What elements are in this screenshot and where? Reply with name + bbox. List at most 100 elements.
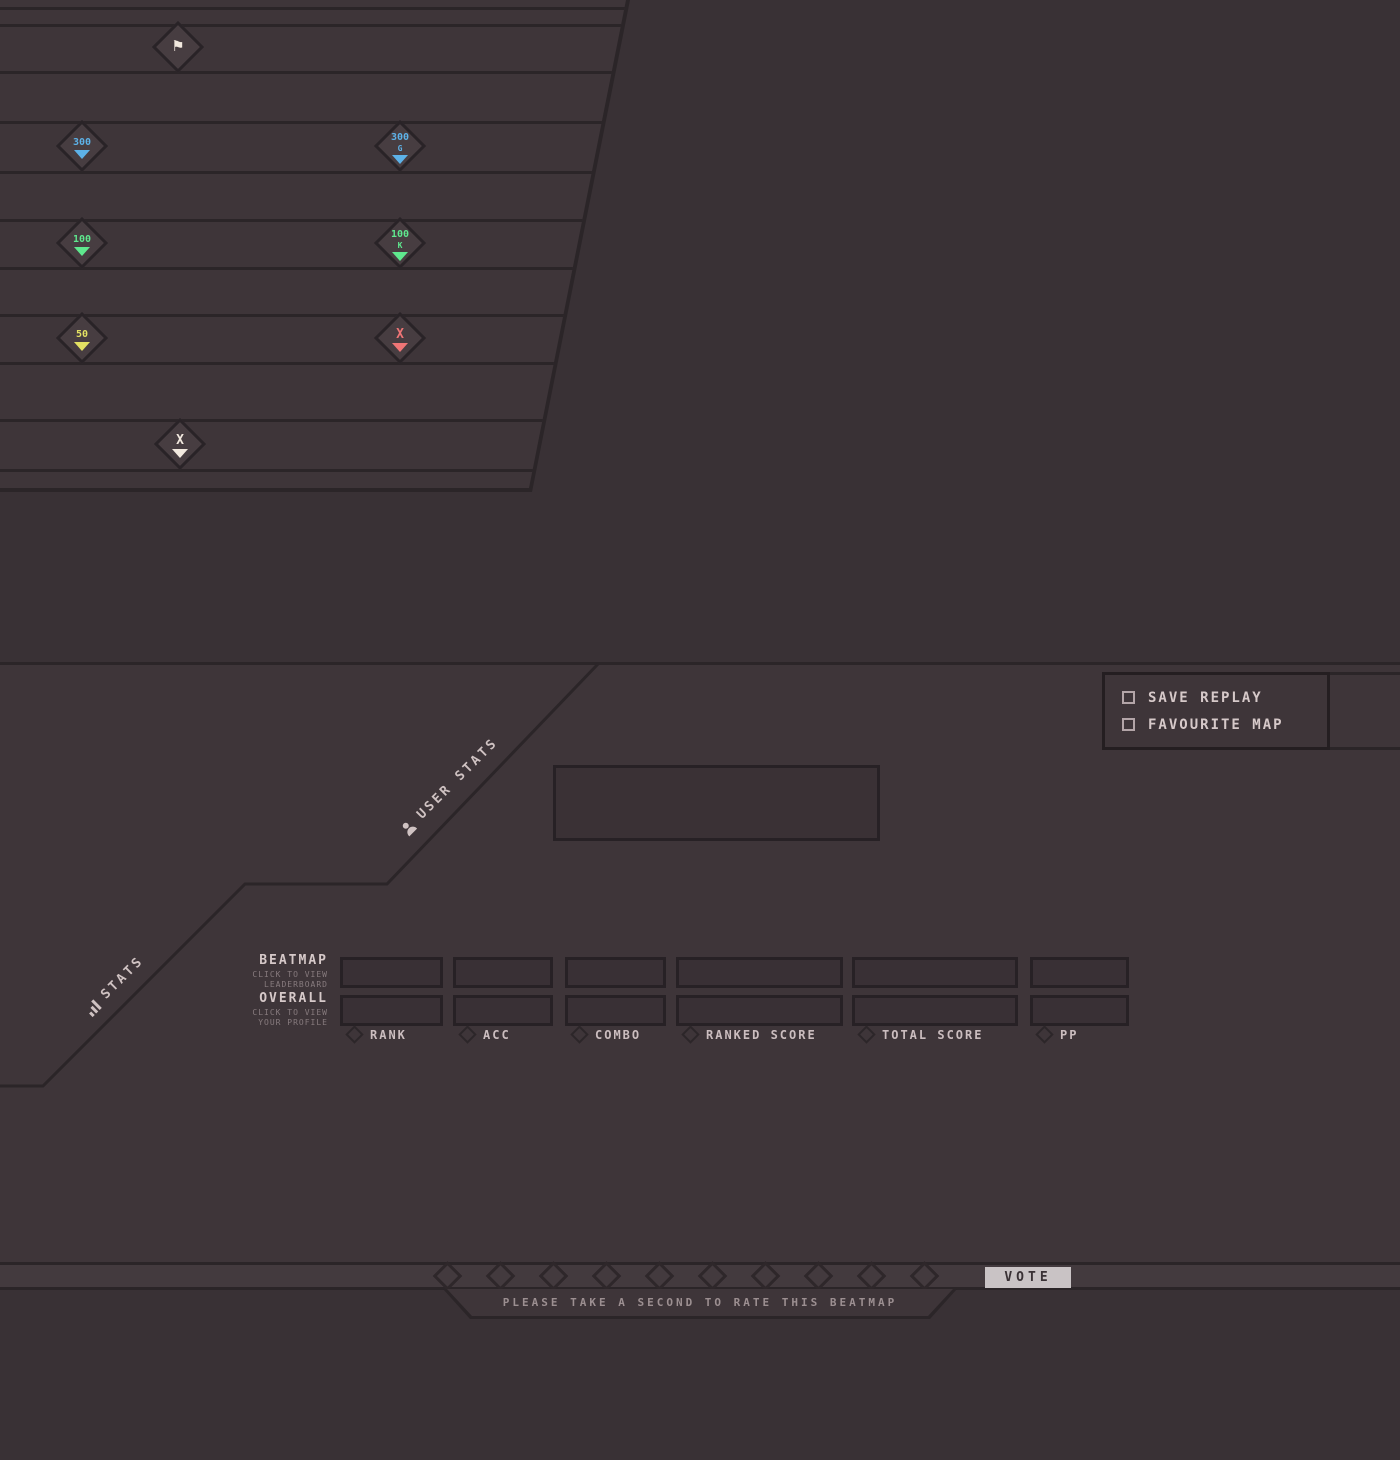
row-divider	[0, 121, 626, 124]
miss-alt-icon: X	[150, 414, 210, 474]
overall-ranked-score-box	[676, 995, 843, 1026]
favourite-map-button[interactable]: FAVOURITE MAP	[1122, 718, 1327, 732]
save-replay-label: SAVE REPLAY	[1148, 689, 1263, 706]
square-icon	[1122, 691, 1135, 704]
score-display-box	[553, 765, 880, 841]
beatmap-combo-box	[565, 957, 666, 988]
diamond-icon	[681, 1025, 700, 1044]
diamond-icon	[857, 1025, 876, 1044]
stats-panel: SAVE REPLAY FAVOURITE MAP USER STATS STA…	[0, 662, 1400, 1262]
miss-icon: X	[370, 308, 430, 368]
diamond-icon	[570, 1025, 589, 1044]
divider	[1327, 747, 1400, 750]
overall-total-score-box	[852, 995, 1018, 1026]
row-divider	[0, 314, 626, 317]
row-divider	[0, 24, 626, 27]
hit100k-icon: 100 K	[370, 213, 430, 273]
beatmap-leaderboard-link[interactable]: BEATMAP CLICK TO VIEW LEADERBOARD	[150, 954, 328, 990]
column-header-acc: ACC	[458, 1025, 511, 1044]
divider	[1327, 672, 1400, 675]
hit100k-label: 100	[390, 228, 410, 240]
katu-marker: K	[397, 240, 403, 250]
overall-acc-box	[453, 995, 553, 1026]
overall-row-subtitle: CLICK TO VIEW YOUR PROFILE	[252, 1008, 328, 1027]
hit100-icon: 100	[52, 213, 112, 273]
beatmap-pp-box	[1030, 957, 1129, 988]
panel-top-divider	[0, 662, 1400, 665]
triangle-marker	[74, 246, 90, 256]
hit100-label: 100	[72, 233, 92, 245]
triangle-marker	[74, 149, 90, 159]
overall-row-title: OVERALL	[259, 991, 328, 1006]
overall-rank-box	[340, 995, 443, 1026]
rating-diamond-8[interactable]	[803, 1261, 834, 1291]
hit50-icon: 50	[52, 308, 112, 368]
square-icon	[1122, 718, 1135, 731]
hit300g-label: 300	[390, 131, 410, 143]
vote-button[interactable]: VOTE	[985, 1267, 1071, 1288]
row-divider	[0, 419, 626, 422]
rating-diamond-row	[432, 1261, 940, 1291]
user-stats-tag: USER STATS	[399, 735, 502, 837]
stats-label: STATS	[98, 953, 148, 1003]
rate-prompt-text: PLEASE TAKE A SECOND TO RATE THIS BEATMA…	[502, 1296, 898, 1309]
column-header-rank: RANK	[345, 1025, 407, 1044]
triangle-marker	[392, 251, 408, 261]
diamond-icon	[345, 1025, 364, 1044]
rating-diamond-6[interactable]	[697, 1261, 728, 1291]
row-divider	[0, 71, 626, 74]
rating-diamond-5[interactable]	[644, 1261, 675, 1291]
overall-combo-box	[565, 995, 666, 1026]
hit300-icon: 300	[52, 116, 112, 176]
column-header-total-score: TOTAL SCORE	[857, 1025, 983, 1044]
row-divider	[0, 171, 626, 174]
miss-label: X	[396, 327, 404, 342]
row-divider	[0, 267, 626, 270]
beatmap-row-subtitle: CLICK TO VIEW LEADERBOARD	[252, 970, 328, 989]
overall-pp-box	[1030, 995, 1129, 1026]
beatmap-rank-box	[340, 957, 443, 988]
hit300-label: 300	[72, 136, 92, 148]
rating-bar: VOTE	[0, 1261, 1400, 1291]
stats-tag: STATS	[83, 953, 148, 1017]
rating-diamond-10[interactable]	[909, 1261, 940, 1291]
panel-fill: ⚑ 300 300 G 100	[0, 0, 626, 488]
beatmap-ranked-score-box	[676, 957, 843, 988]
column-header-combo: COMBO	[570, 1025, 641, 1044]
geki-marker: G	[397, 143, 403, 153]
column-header-pp: PP	[1035, 1025, 1078, 1044]
row-divider	[0, 7, 626, 10]
row-divider	[0, 219, 626, 222]
beatmap-acc-box	[453, 957, 553, 988]
person-icon	[399, 819, 417, 837]
diamond-icon	[458, 1025, 477, 1044]
column-header-ranked-score: RANKED SCORE	[681, 1025, 817, 1044]
flag-glyph: ⚑	[172, 35, 184, 56]
hit300g-icon: 300 G	[370, 116, 430, 176]
triangle-marker	[74, 341, 90, 351]
triangle-marker	[392, 154, 408, 164]
hit50-label: 50	[75, 328, 89, 340]
bar-chart-icon	[84, 999, 102, 1017]
flag-icon: ⚑	[148, 17, 208, 77]
diamond-icon	[1035, 1025, 1054, 1044]
rating-diamond-2[interactable]	[485, 1261, 516, 1291]
rating-diamond-4[interactable]	[591, 1261, 622, 1291]
favourite-map-label: FAVOURITE MAP	[1148, 716, 1284, 733]
rating-diamond-1[interactable]	[432, 1261, 463, 1291]
miss-alt-label: X	[176, 433, 184, 448]
triangle-marker	[172, 449, 188, 458]
row-divider	[0, 362, 626, 365]
rate-prompt-banner: PLEASE TAKE A SECOND TO RATE THIS BEATMA…	[443, 1289, 957, 1319]
triangle-marker	[392, 343, 408, 352]
user-stats-label: USER STATS	[414, 735, 502, 823]
save-replay-button[interactable]: SAVE REPLAY	[1122, 691, 1327, 705]
actions-box: SAVE REPLAY FAVOURITE MAP	[1102, 672, 1330, 750]
rate-prompt-inner: PLEASE TAKE A SECOND TO RATE THIS BEATMA…	[447, 1289, 953, 1316]
rating-diamond-7[interactable]	[750, 1261, 781, 1291]
beatmap-row-title: BEATMAP	[259, 953, 328, 968]
overall-profile-link[interactable]: OVERALL CLICK TO VIEW YOUR PROFILE	[150, 992, 328, 1028]
rating-diamond-9[interactable]	[856, 1261, 887, 1291]
rating-diamond-3[interactable]	[538, 1261, 569, 1291]
